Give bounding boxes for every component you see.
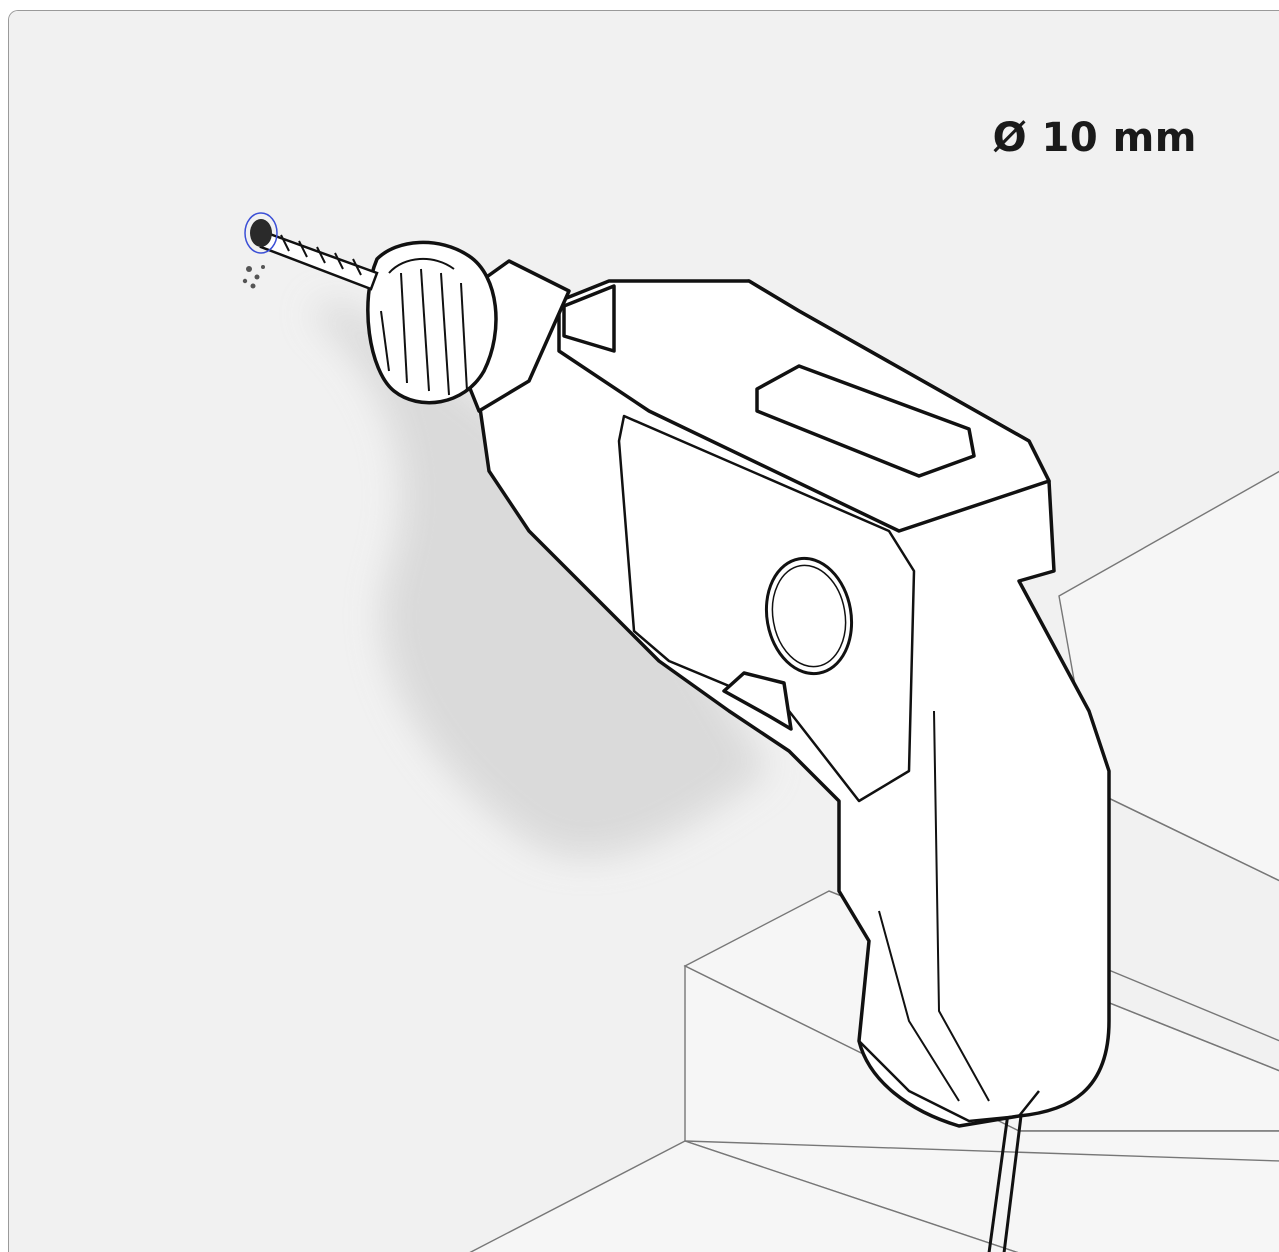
bit-diameter-label: Ø 10 mm [992,115,1197,161]
handle-bottom [858,1040,1040,1123]
drill-shadow [309,301,769,857]
dust-particles [242,265,265,289]
drill [477,279,1111,1128]
drilling-illustration [9,11,1279,1252]
drill-hole [242,212,278,289]
diagram-frame: Ø 10 mm [8,10,1279,1252]
top-button [755,364,976,478]
power-cord [987,1105,1024,1252]
drill-chuck [366,240,571,413]
trigger [722,671,793,731]
step-bottom-face [469,1140,1019,1252]
top-ridge [562,284,616,353]
speed-dial [764,556,854,676]
